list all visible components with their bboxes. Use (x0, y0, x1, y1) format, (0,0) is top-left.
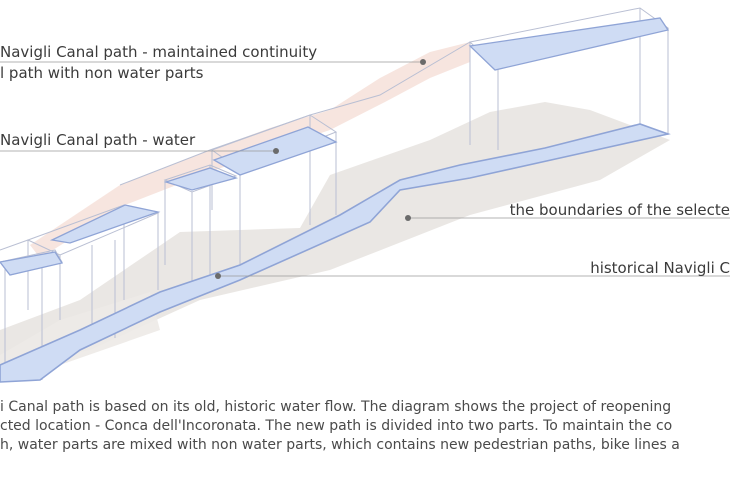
label-site-boundaries: the boundaries of the selecte (510, 201, 730, 219)
label-water-path: Navigli Canal path - water (0, 131, 196, 149)
label-non-water-parts: l path with non water parts (0, 64, 204, 82)
caption-line-1: i Canal path is based on its old, histor… (0, 399, 671, 415)
leader-lines (0, 61, 730, 277)
label-maintained-continuity: Navigli Canal path - maintained continui… (0, 43, 317, 61)
caption-line-2: cted location - Conca dell'Incoronata. T… (0, 418, 672, 434)
label-historical-canal: historical Navigli C (590, 259, 730, 277)
caption-line-3: h, water parts are mixed with non water … (0, 437, 680, 453)
marker-dots (215, 59, 426, 279)
historical-canal-path (0, 123, 671, 383)
